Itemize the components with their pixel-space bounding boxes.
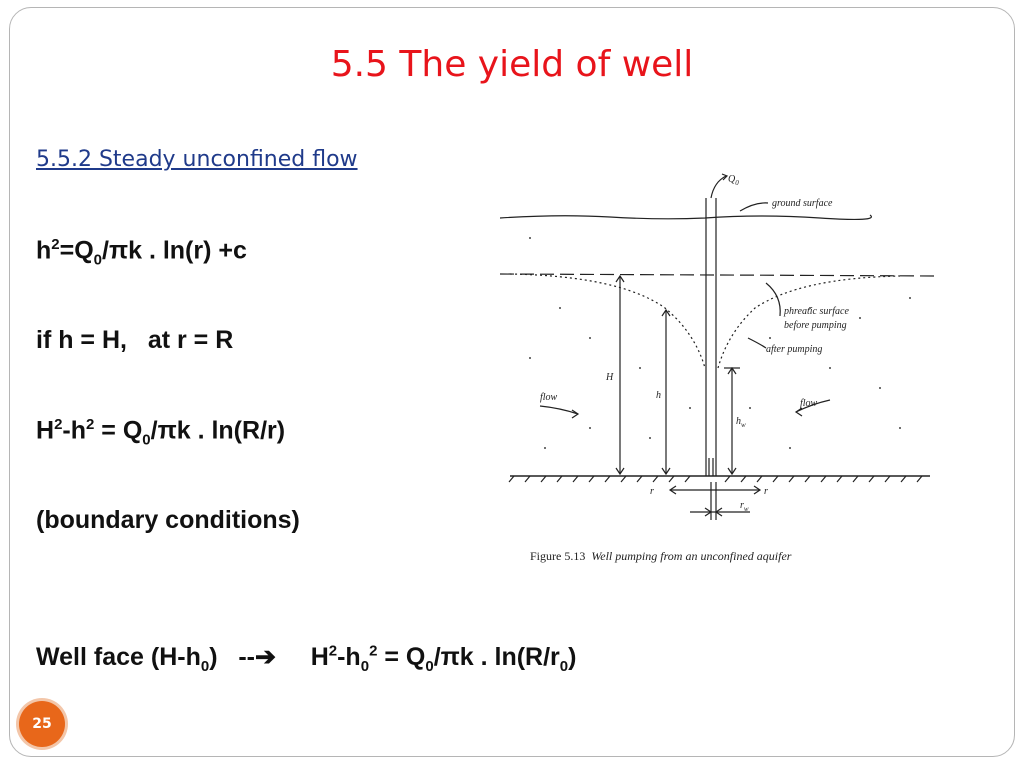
well-pumping-figure: Q0 ground surface phreatic surface befor… [500,173,939,563]
h-label: h [656,390,661,401]
soil-dots [529,237,911,449]
aquifer-sketch [500,173,939,520]
slide-frame [9,7,1015,757]
flow-left-label: flow [540,392,558,403]
r-right-label: r [764,486,768,497]
equation-5: Well face (H-h0) --➔ H2-h02 = Q0/πk . ln… [36,642,577,675]
flow-arrow-left [539,405,579,415]
slide-title: 5.5 The yield of well [330,44,694,85]
r-left-label: r [650,486,654,497]
equation-2: if h = H, at r = R [36,326,234,354]
section-subtitle: 5.5.2 Steady unconfined flow [36,147,358,172]
phreatic-label-1: phreatic surface [783,306,849,317]
H-label: H [605,372,614,383]
rw-label: rw [740,500,749,513]
ground-surface-line [500,214,872,221]
equation-3: H2-h2 = Q0/πk . ln(R/r) [36,416,286,449]
hw-label: hw [736,416,746,429]
page-number-badge: 25 [19,701,65,747]
arrow-icon: ➔ [255,643,276,671]
flow-right-label: flow [800,398,818,409]
after-pumping-label: after pumping [766,344,822,355]
phreatic-surface-line [500,273,939,277]
equation-1: h2=Q0/πk . ln(r) +c [36,236,247,269]
equation-4: (boundary conditions) [36,506,300,534]
cone-of-depression-left [509,273,706,369]
cone-of-depression-right [717,275,901,369]
q0-label: Q0 [728,174,739,187]
phreatic-label-2: before pumping [784,320,847,331]
discharge-arrow [710,175,727,199]
ground-surface-label: ground surface [772,198,833,209]
